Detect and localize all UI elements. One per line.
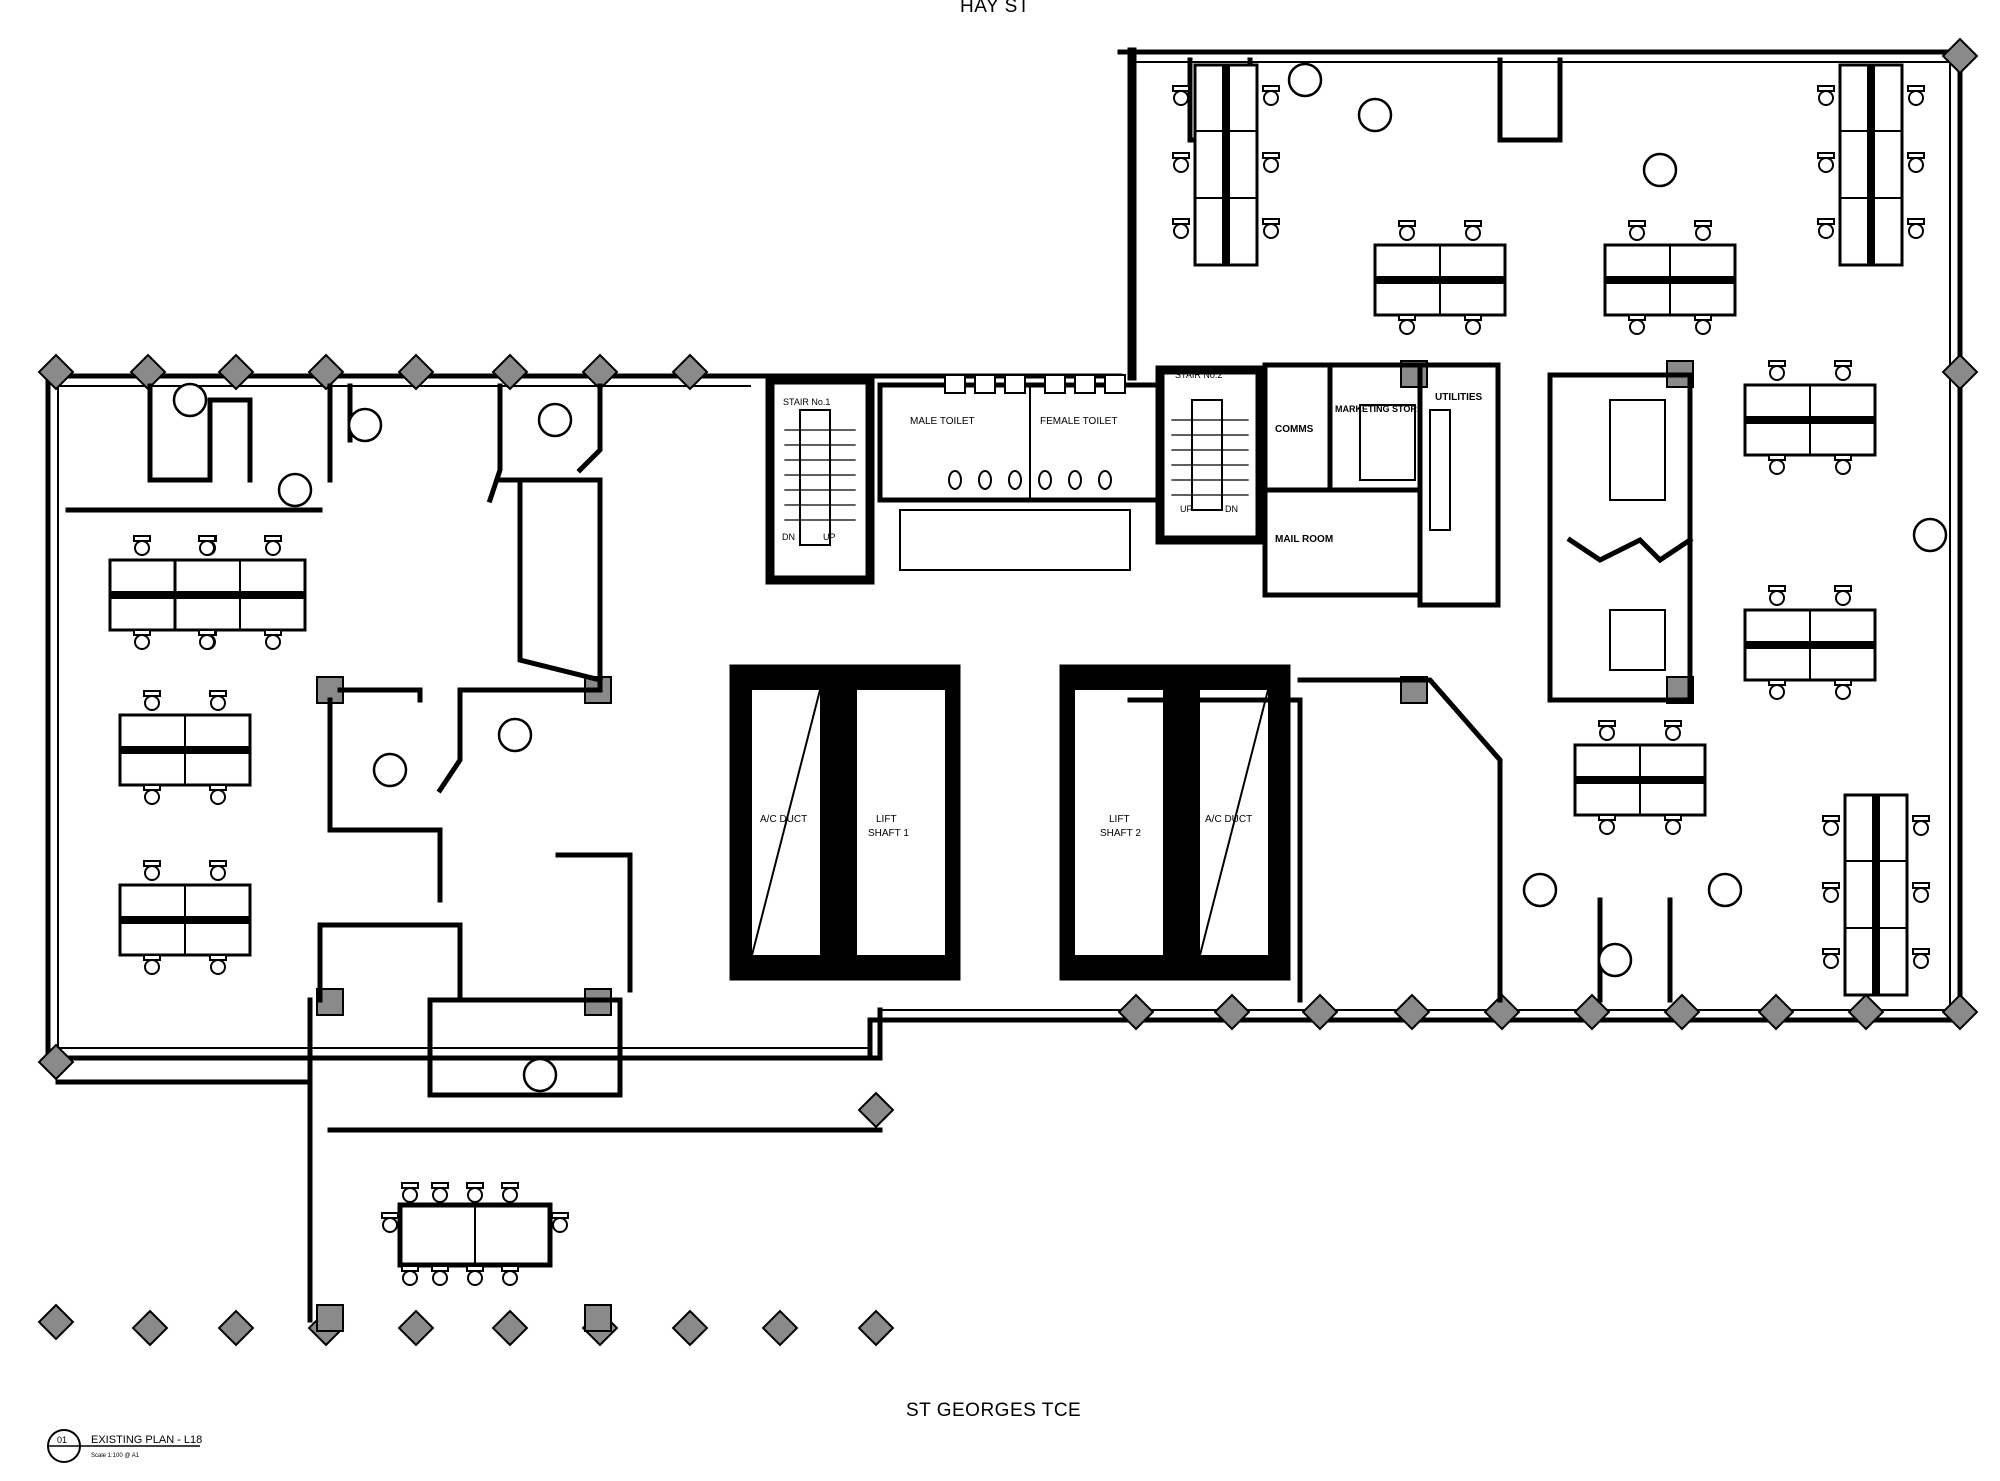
stair-1-up: UP <box>823 532 836 542</box>
south-street-label: ST GEORGES TCE <box>906 1400 1082 1421</box>
boardroom-right <box>1566 399 1694 671</box>
title-text: EXISTING PLAN - L18 <box>91 1434 202 1446</box>
title-number: 01 <box>57 1435 67 1445</box>
ac-duct-2-label: A/C DUCT <box>1205 814 1252 825</box>
lift-shaft-1-line1: LIFT <box>876 814 897 825</box>
stair-2-label: STAIR No.2 <box>1175 370 1222 380</box>
room-labels: STAIR No.1 STAIR No.2 DN UP UP DN MALE T… <box>760 370 1483 839</box>
ac-duct-1-label: A/C DUCT <box>760 814 807 825</box>
stair-1-dn: DN <box>782 532 795 542</box>
male-toilet-label: MALE TOILET <box>910 416 975 427</box>
meeting-table <box>381 1182 569 1286</box>
title-block: 01 EXISTING PLAN - L18 Scale 1:100 @ A1 <box>47 1429 202 1463</box>
stair-2-up: UP <box>1180 504 1193 514</box>
marketing-store-label: MARKETING STORE <box>1335 404 1423 414</box>
utilities-label: UTILITIES <box>1435 392 1483 403</box>
partitions <box>55 57 1693 1323</box>
mail-room-label: MAIL ROOM <box>1275 534 1333 545</box>
female-toilet-label: FEMALE TOILET <box>1040 416 1117 427</box>
north-street-label: HAY ST <box>960 0 1030 17</box>
outer-walls <box>45 47 1963 1061</box>
lift-shaft-2-line2: SHAFT 2 <box>1100 828 1141 839</box>
workstations-left <box>110 536 305 974</box>
stair-2-dn: DN <box>1225 504 1238 514</box>
lift-shaft-1-line2: SHAFT 1 <box>868 828 909 839</box>
interior-columns <box>316 360 1694 1332</box>
stair-1-label: STAIR No.1 <box>783 397 830 407</box>
title-scale: Scale 1:100 @ A1 <box>91 1453 140 1459</box>
comms-label: COMMS <box>1275 424 1314 435</box>
service-core <box>729 362 1501 981</box>
lift-shaft-2-line1: LIFT <box>1109 814 1130 825</box>
